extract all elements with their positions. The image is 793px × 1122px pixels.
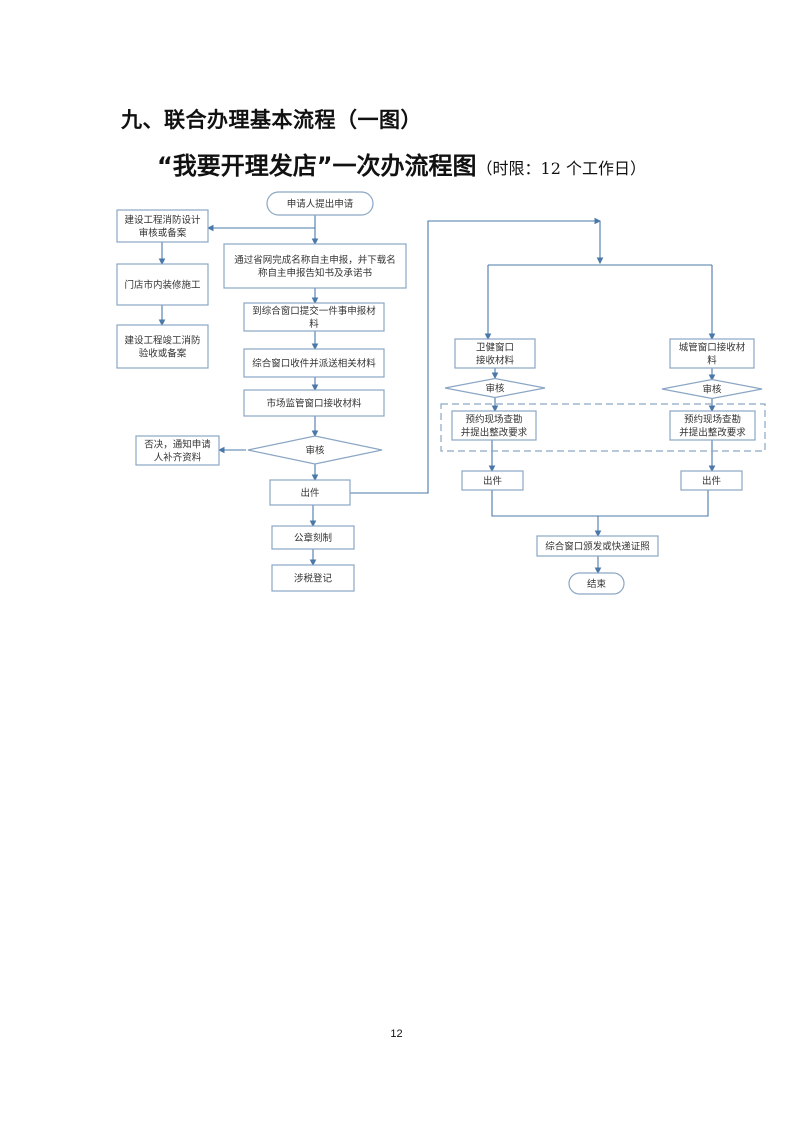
submit-materials-node-label: 到综合窗口提交一件事申报材 <box>252 305 376 317</box>
health-review-node-label: 审核 <box>485 383 505 395</box>
urban-issue-node-label: 出件 <box>702 475 722 487</box>
health-receive-node-label: 卫健窗口 <box>476 342 514 354</box>
end-node-label: 结束 <box>587 578 607 590</box>
fire-acceptance-node <box>116 324 209 369</box>
name-declaration-node <box>223 243 407 289</box>
fire-design-node-label: 审核或备案 <box>139 227 187 239</box>
urban-inspect-node-label: 预约现场查勘 <box>684 414 741 426</box>
review-main-node <box>247 435 383 465</box>
urban-inspect-node <box>669 410 756 441</box>
start-node <box>266 191 374 216</box>
renovation-node <box>116 263 209 306</box>
tax-node <box>271 564 355 592</box>
fire-acceptance-node-label: 建设工程竣工消防 <box>124 335 201 347</box>
fire-acceptance-node-label: 验收或备案 <box>139 348 187 360</box>
seal-node <box>271 525 355 550</box>
page-number: 12 <box>390 1028 403 1040</box>
issue-main-node-label: 出件 <box>300 487 320 499</box>
renovation-node-label: 门店市内装修施工 <box>124 279 201 291</box>
urban-review-node-label: 审核 <box>702 384 722 396</box>
fire-design-node-label: 建设工程消防设计 <box>124 214 201 226</box>
reject-node-label: 否决，通知申请 <box>144 439 211 451</box>
flow-nodes: 申请人提出申请建设工程消防设计审核或备案门店市内装修施工建设工程竣工消防验收或备… <box>116 191 763 595</box>
health-inspect-node <box>451 410 537 441</box>
edge-issues-merge <box>491 490 709 517</box>
start-node-label: 申请人提出申请 <box>287 198 354 210</box>
time-limit-note: （时限：12 个工作日） <box>476 159 646 178</box>
reject-node <box>135 435 220 466</box>
tax-node-label: 涉税登记 <box>294 573 333 585</box>
name-declaration-node-label: 称自主申报告知书及承诺书 <box>258 267 373 279</box>
end-node <box>568 572 625 595</box>
health-inspect-node-label: 并提出整改要求 <box>461 427 528 439</box>
health-receive-node <box>454 338 536 369</box>
urban-inspect-node-label: 并提出整改要求 <box>679 427 746 439</box>
name-declaration-node-label: 通过省网完成名称自主申报，并下载名 <box>234 254 396 266</box>
market-receive-node-label: 市场监管窗口接收材料 <box>266 398 362 410</box>
dispatch-materials-node <box>243 348 385 378</box>
health-receive-node-label: 接收材料 <box>476 355 515 367</box>
health-issue-node-label: 出件 <box>483 475 503 487</box>
fire-design-node <box>116 209 209 243</box>
health-inspect-node-label: 预约现场查勘 <box>465 414 522 426</box>
seal-node-label: 公章刻制 <box>294 532 332 544</box>
health-issue-node <box>461 470 524 491</box>
market-receive-node <box>243 389 385 417</box>
review-main-node-label: 审核 <box>305 445 325 457</box>
section-heading: 九、联合办理基本流程（一图） <box>121 108 422 132</box>
issue-main-node <box>269 479 351 506</box>
urban-issue-node <box>680 470 743 491</box>
inspection-group <box>440 403 766 452</box>
deliver-node <box>536 535 659 557</box>
urban-review-node <box>661 378 763 400</box>
urban-receive-node <box>669 338 755 369</box>
submit-materials-node-label: 料 <box>309 318 319 330</box>
flowchart-title: “我要开理发店”一次办流程图（时限：12 个工作日） <box>157 146 646 181</box>
dispatch-materials-node-label: 综合窗口收件并派送相关材料 <box>252 358 376 370</box>
flowchart-title-main: “我要开理发店”一次办流程图 <box>157 152 477 180</box>
urban-receive-node-label: 城管窗口接收材 <box>679 342 746 354</box>
reject-node-label: 人补齐资料 <box>154 452 202 464</box>
submit-materials-node <box>243 302 385 332</box>
health-review-node <box>444 377 546 399</box>
flow-edges <box>158 215 766 575</box>
deliver-node-label: 综合窗口颁发或快递证照 <box>545 541 650 553</box>
urban-receive-node-label: 料 <box>707 355 717 367</box>
edge-issue-to-branches <box>350 217 602 494</box>
